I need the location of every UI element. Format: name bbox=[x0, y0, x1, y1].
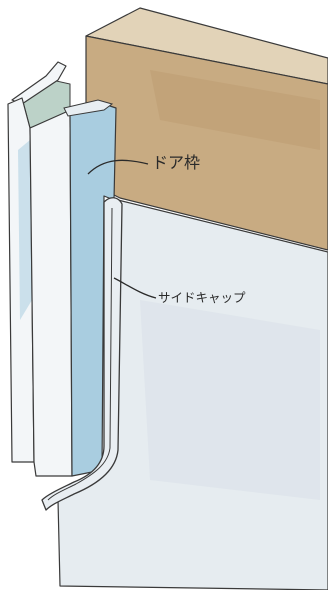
wall-panel bbox=[57, 199, 328, 590]
callout-line-door-frame bbox=[87, 159, 149, 175]
frame-top-lip bbox=[11, 61, 67, 105]
wall-block bbox=[85, 7, 328, 251]
frame-top-right-lip bbox=[63, 99, 114, 117]
callout-side-cap: サイドキャップ bbox=[113, 277, 246, 305]
frame-left-side-tint bbox=[18, 140, 32, 320]
wall-panel-shading bbox=[140, 300, 320, 500]
callout-door-frame: ドア枠 bbox=[87, 153, 200, 175]
label-side-cap: サイドキャップ bbox=[158, 290, 246, 305]
frame-front-return bbox=[29, 111, 73, 477]
side-cap-strip bbox=[41, 197, 123, 511]
label-door-frame: ドア枠 bbox=[152, 153, 200, 172]
door-frame-profile bbox=[7, 61, 117, 477]
side-cap-inner-line bbox=[47, 207, 113, 501]
side-cap bbox=[41, 197, 123, 511]
callout-line-side-cap bbox=[113, 277, 157, 299]
wall-shading bbox=[150, 70, 320, 150]
